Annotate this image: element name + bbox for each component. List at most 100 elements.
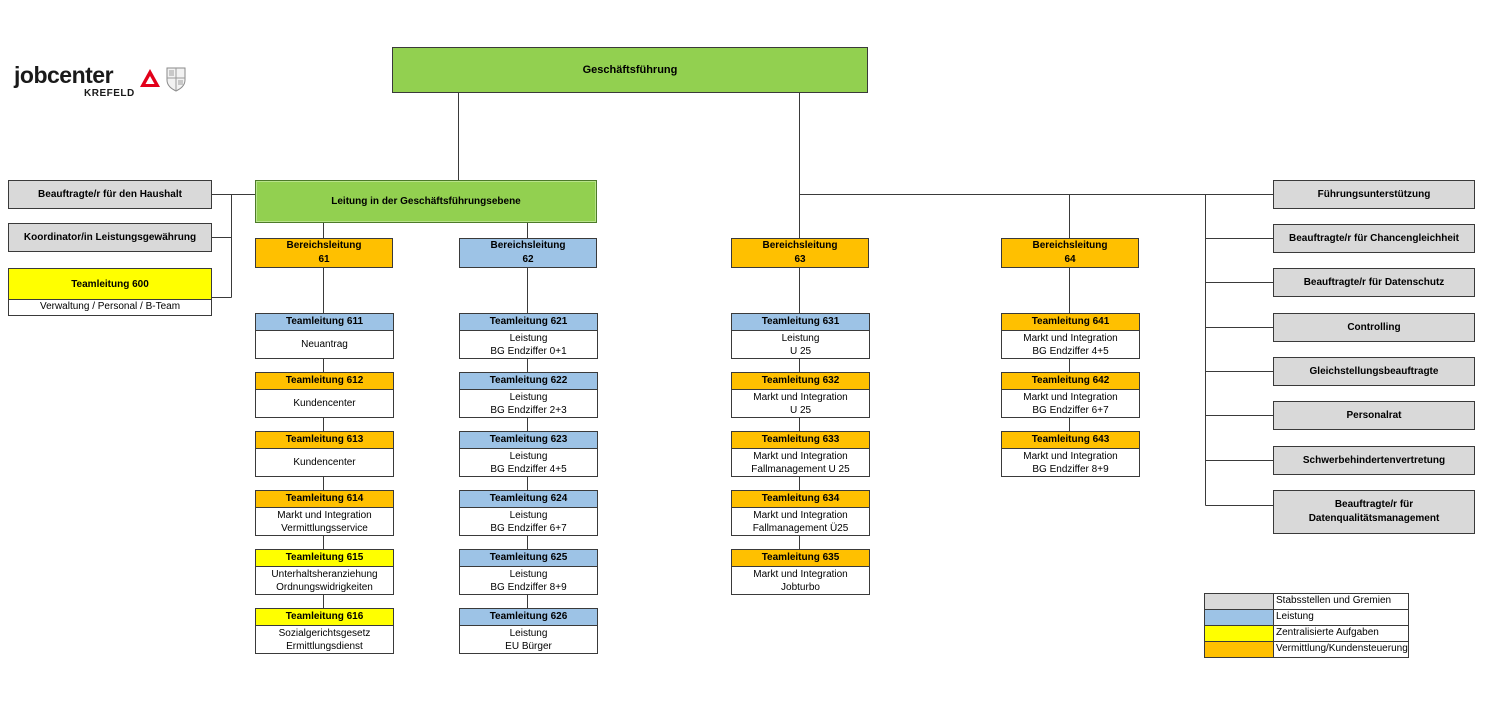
team-title: Teamleitung 635 — [732, 550, 869, 567]
legend: Stabsstellen und Gremien Leistung Zentra… — [1204, 593, 1409, 658]
team-623: Teamleitung 623 Leistung BG Endziffer 4+… — [459, 431, 598, 477]
staff-label: Beauftragte/r für Chancengleichheit — [1288, 232, 1460, 244]
legend-label: Vermittlung/Kundensteuerung — [1276, 643, 1408, 654]
team-title: Teamleitung 615 — [256, 550, 393, 567]
legend-swatch — [1205, 594, 1274, 609]
team-line: Markt und Integration — [277, 509, 372, 521]
staff-box-fuehrungsunterstuetzung: Führungsunterstützung — [1273, 180, 1475, 209]
team-line: Leistung — [509, 391, 548, 403]
team-title: Teamleitung 616 — [256, 609, 393, 626]
staff-box-controlling: Controlling — [1273, 313, 1475, 342]
legend-swatch — [1205, 626, 1274, 641]
legend-label: Leistung — [1276, 611, 1314, 622]
team-641: Teamleitung 641 Markt und Integration BG… — [1001, 313, 1140, 359]
team-613: Teamleitung 613 Kundencenter — [255, 431, 394, 477]
leitung-box: Leitung in der Geschäftsführungsebene — [255, 180, 597, 223]
team-title: Teamleitung 642 — [1002, 373, 1139, 390]
area-number: 61 — [318, 254, 330, 265]
area-label: Bereichsleitung — [1032, 240, 1108, 251]
staff-label: Schwerbehindertenvertretung — [1302, 454, 1446, 466]
team-line: BG Endziffer 8+9 — [490, 581, 567, 593]
team-line: Ordnungswidrigkeiten — [276, 581, 373, 593]
team-line: Leistung — [509, 450, 548, 462]
team-title: Teamleitung 612 — [256, 373, 393, 390]
team-title: Teamleitung 634 — [732, 491, 869, 508]
team-632: Teamleitung 632 Markt und Integration U … — [731, 372, 870, 418]
jobcenter-logo: jobcenter KREFELD — [14, 62, 194, 104]
geschaeftsfuehrung-label: Geschäftsführung — [582, 64, 678, 76]
staff-box-haushalt: Beauftragte/r für den Haushalt — [8, 180, 212, 209]
logo-city: KREFELD — [84, 88, 135, 99]
team-title: Teamleitung 631 — [732, 314, 869, 331]
staff-label: Personalrat — [1346, 409, 1402, 421]
team-line: Leistung — [509, 568, 548, 580]
staff-label: Beauftragte/r für den Haushalt — [38, 188, 182, 200]
staff-label: Controlling — [1347, 321, 1401, 333]
staff-label: Beauftragte/r für — [1334, 499, 1414, 510]
team-line: Vermittlungsservice — [281, 522, 368, 534]
team-622: Teamleitung 622 Leistung BG Endziffer 2+… — [459, 372, 598, 418]
team-631: Teamleitung 631 Leistung U 25 — [731, 313, 870, 359]
team-line: Markt und Integration — [1023, 450, 1118, 462]
leitung-label: Leitung in der Geschäftsführungsebene — [331, 195, 521, 207]
team-615: Teamleitung 615 Unterhaltsheranziehung O… — [255, 549, 394, 595]
team-line: Markt und Integration — [753, 391, 848, 403]
team-642: Teamleitung 642 Markt und Integration BG… — [1001, 372, 1140, 418]
team-line: BG Endziffer 4+5 — [1032, 345, 1109, 357]
connector-right-staff — [1205, 194, 1273, 506]
team-621: Teamleitung 621 Leistung BG Endziffer 0+… — [459, 313, 598, 359]
legend-row: Zentralisierte Aufgaben — [1205, 626, 1408, 642]
team-line: Kundencenter — [293, 398, 356, 409]
staff-label: Koordinator/in Leistungsgewährung — [23, 231, 197, 243]
team-line: Markt und Integration — [753, 509, 848, 521]
area-number: 63 — [794, 254, 806, 265]
team-line: Fallmanagement Ü25 — [752, 522, 849, 534]
team-line: Leistung — [509, 332, 548, 344]
arbeitsagentur-triangle-icon — [140, 69, 160, 87]
staff-box-datenqualitaet: Beauftragte/r für Datenqualitätsmanageme… — [1273, 490, 1475, 534]
area-64-box: Bereichsleitung 64 — [1001, 238, 1139, 268]
logo-wordmark: jobcenter — [14, 62, 114, 88]
staff-box-koordinator: Koordinator/in Leistungsgewährung — [8, 223, 212, 252]
staff-box-personalrat: Personalrat — [1273, 401, 1475, 430]
team-633: Teamleitung 633 Markt und Integration Fa… — [731, 431, 870, 477]
team-line: Leistung — [509, 627, 548, 639]
area-label: Bereichsleitung — [286, 240, 362, 251]
legend-swatch — [1205, 610, 1274, 625]
team-line: EU Bürger — [505, 640, 552, 652]
team-line: BG Endziffer 8+9 — [1032, 463, 1109, 475]
staff-box-datenschutz: Beauftragte/r für Datenschutz — [1273, 268, 1475, 297]
team-line: BG Endziffer 6+7 — [1032, 404, 1109, 416]
team-title: Teamleitung 622 — [460, 373, 597, 390]
team-line: BG Endziffer 2+3 — [490, 404, 567, 416]
area-62-box: Bereichsleitung 62 — [459, 238, 597, 268]
team-line: BG Endziffer 4+5 — [490, 463, 567, 475]
team-title: Teamleitung 624 — [460, 491, 597, 508]
team-line: U 25 — [789, 404, 812, 416]
team-624: Teamleitung 624 Leistung BG Endziffer 6+… — [459, 490, 598, 536]
team-line: BG Endziffer 0+1 — [490, 345, 567, 357]
team-600-title: Teamleitung 600 — [8, 268, 212, 300]
team-611: Teamleitung 611 Neuantrag — [255, 313, 394, 359]
team-616: Teamleitung 616 Sozialgerichtsgesetz Erm… — [255, 608, 394, 654]
team-line: BG Endziffer 6+7 — [490, 522, 567, 534]
team-title: Teamleitung 614 — [256, 491, 393, 508]
team-title: Teamleitung 613 — [256, 432, 393, 449]
geschaeftsfuehrung-box: Geschäftsführung — [392, 47, 868, 93]
team-line: Unterhaltsheranziehung — [271, 568, 378, 580]
staff-label: Gleichstellungsbeauftragte — [1309, 365, 1439, 377]
team-line: Markt und Integration — [1023, 391, 1118, 403]
staff-label-line2: Datenqualitätsmanagement — [1308, 513, 1440, 524]
staff-label: Führungsunterstützung — [1317, 188, 1431, 200]
legend-row: Leistung — [1205, 610, 1408, 626]
legend-row: Stabsstellen und Gremien — [1205, 594, 1408, 610]
team-612: Teamleitung 612 Kundencenter — [255, 372, 394, 418]
krefeld-crest-icon — [166, 67, 186, 92]
legend-swatch — [1205, 642, 1274, 657]
area-61-box: Bereichsleitung 61 — [255, 238, 393, 268]
staff-box-gleichstellung: Gleichstellungsbeauftragte — [1273, 357, 1475, 386]
team-line: Neuantrag — [301, 339, 348, 350]
team-line: Ermittlungsdienst — [286, 640, 363, 652]
team-635: Teamleitung 635 Markt und Integration Jo… — [731, 549, 870, 595]
team-line: Sozialgerichtsgesetz — [278, 627, 371, 639]
